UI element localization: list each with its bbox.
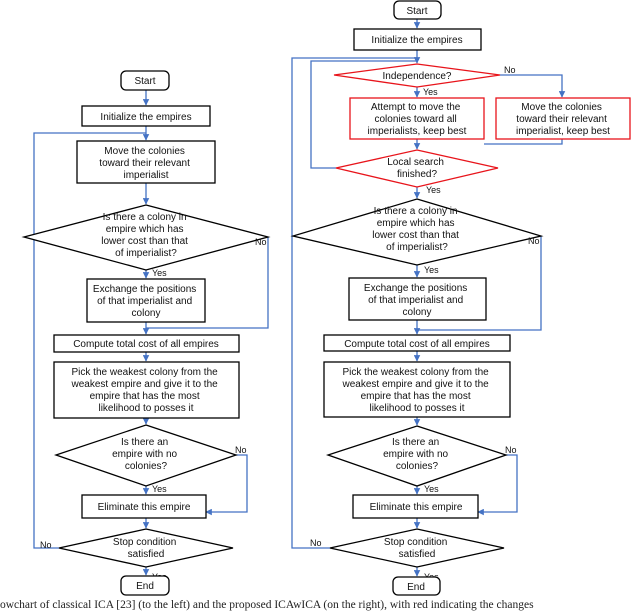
left-compute-cost-label: Compute total cost of all empires [73, 339, 219, 350]
right-local-search-yes: Yes [426, 185, 441, 195]
left-start-terminal [120, 70, 170, 91]
left-colony-check-no: No [255, 237, 267, 247]
right-connectors [291, 19, 566, 577]
right-empire-check-label: Is there an empire with no colonies? [383, 437, 451, 472]
right-colony-check-yes: Yes [424, 265, 439, 275]
left-initialize-box [81, 105, 211, 127]
right-colony-check-label: Is there a colony in empire which has lo… [372, 206, 462, 253]
right-stop-no: No [310, 538, 322, 548]
right-start-label: Start [406, 6, 427, 17]
left-pick-colony-box [53, 361, 240, 419]
right-empire-check-no: No [505, 445, 517, 455]
right-stop-check-diamond [329, 528, 505, 568]
right-colony-check-no: No [528, 236, 540, 246]
left-initialize-label: Initialize the empires [100, 112, 191, 123]
right-eliminate-label: Eliminate this empire [370, 502, 463, 513]
left-colony-check-label: Is there a colony in empire which has lo… [101, 212, 191, 259]
right-local-search-label: Local search finished? [387, 157, 446, 180]
left-stop-check-diamond [58, 528, 234, 568]
right-flowchart: Start Initialize the empires Independenc… [290, 0, 631, 596]
right-end-terminal [392, 576, 441, 596]
right-local-search-diamond [335, 149, 499, 188]
right-compute-cost-box [323, 334, 511, 352]
flowchart-figure: Start Initialize the empires Move the co… [21, 0, 631, 596]
left-exchange-box [86, 278, 206, 323]
left-empire-check-no: No [235, 445, 247, 455]
right-independence-label: Independence? [383, 71, 452, 82]
right-eliminate-box [352, 494, 479, 519]
left-empire-check-yes: Yes [152, 484, 167, 494]
left-pick-colony-label: Pick the weakest colony from the weakest… [71, 367, 221, 414]
right-move-all-label: Attempt to move the colonies toward all … [368, 102, 467, 137]
left-flowchart: Start Initialize the empires Move the co… [21, 70, 271, 596]
left-end-label: End [136, 581, 154, 592]
left-empire-check-label: Is there an empire with no colonies? [112, 437, 180, 472]
right-end-label: End [407, 582, 425, 593]
right-initialize-box [353, 28, 482, 51]
right-initialize-label: Initialize the empires [371, 35, 462, 46]
left-empire-check-diamond [53, 424, 239, 487]
right-empire-check-diamond [325, 425, 509, 487]
right-empire-check-yes: Yes [424, 484, 439, 494]
left-colony-check-yes: Yes [152, 268, 167, 278]
left-colony-check-diamond [21, 204, 271, 271]
left-move-colonies-box [76, 140, 216, 184]
left-end-terminal [120, 575, 170, 596]
right-pick-colony-box [323, 361, 511, 418]
right-colony-check-diamond [290, 198, 544, 266]
figure-caption: owchart of classical ICA [23] (to the le… [0, 599, 534, 611]
right-exchange-box [348, 277, 487, 321]
right-independence-no: No [504, 65, 516, 75]
right-move-relevant-label: Move the colonies toward their relevant … [516, 102, 610, 137]
right-independence-diamond [333, 63, 501, 88]
left-move-colonies-label: Move the colonies toward their relevant … [99, 146, 192, 181]
left-eliminate-box [81, 494, 207, 519]
right-compute-cost-label: Compute total cost of all empires [344, 339, 490, 350]
left-exchange-label: Exchange the positions of that imperiali… [93, 284, 199, 319]
right-independence-yes: Yes [423, 87, 438, 97]
right-move-all-box [349, 97, 485, 140]
left-start-label: Start [134, 76, 155, 87]
right-exchange-label: Exchange the positions of that imperiali… [364, 283, 470, 318]
right-move-relevant-box [495, 97, 631, 140]
left-eliminate-label: Eliminate this empire [98, 502, 191, 513]
right-stop-check-label: Stop condition satisfied [384, 537, 450, 560]
right-start-terminal [393, 0, 442, 20]
left-compute-cost-box [53, 334, 240, 353]
right-pick-colony-label: Pick the weakest colony from the weakest… [342, 367, 492, 414]
left-connectors [33, 90, 269, 576]
left-stop-no: No [40, 540, 52, 550]
left-stop-check-label: Stop condition satisfied [113, 537, 179, 560]
